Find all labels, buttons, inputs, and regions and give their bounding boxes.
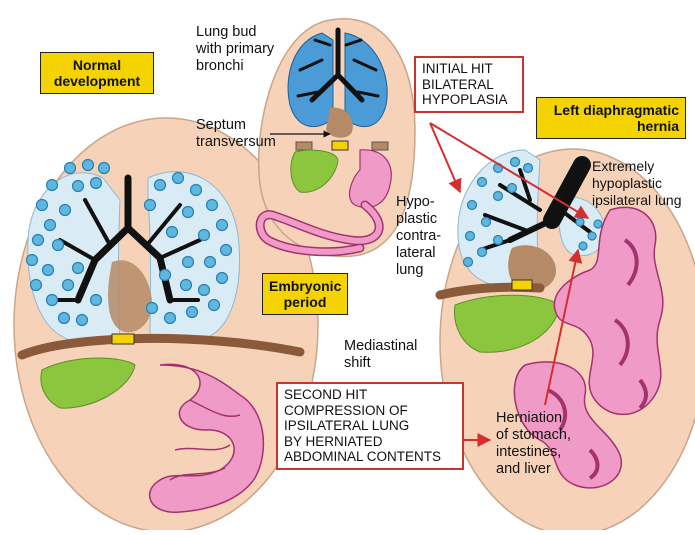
hypoplastic-contralateral-lung-label: Hypo- plastic contra- lateral lung [396, 194, 441, 279]
septum-marker [332, 141, 348, 150]
extremely-hypoplastic-label: Extremely hypoplastic ipsilateral lung [592, 158, 682, 209]
normal-development-title: Normal development [40, 52, 154, 94]
mediastinal-shift-label: Mediastinal shift [344, 338, 417, 372]
second-hit-box: SECOND HIT COMPRESSION OF IPSILATERAL LU… [276, 382, 464, 470]
first-hit-arrow-contralateral [430, 123, 460, 192]
initial-hit-box: INITIAL HIT BILATERAL HYPOPLASIA [414, 56, 524, 113]
normal-left-lung [28, 173, 120, 340]
normal-diaphragm-marker [112, 334, 134, 344]
left-diaphragmatic-hernia-title: Left diaphragmatic hernia [536, 97, 686, 139]
septum-right-block [372, 142, 388, 150]
septum-transversum-label: Septum transversum [196, 117, 276, 151]
septum-left-block [296, 142, 312, 150]
embryonic-period-title: Embryonic period [262, 273, 348, 315]
embryonic-embryo [259, 19, 415, 257]
hernia-diaphragm-marker [512, 280, 532, 290]
herniation-label: Herniation of stomach, intestines, and l… [496, 410, 571, 478]
lung-bud-label: Lung bud with primary bronchi [196, 24, 274, 75]
